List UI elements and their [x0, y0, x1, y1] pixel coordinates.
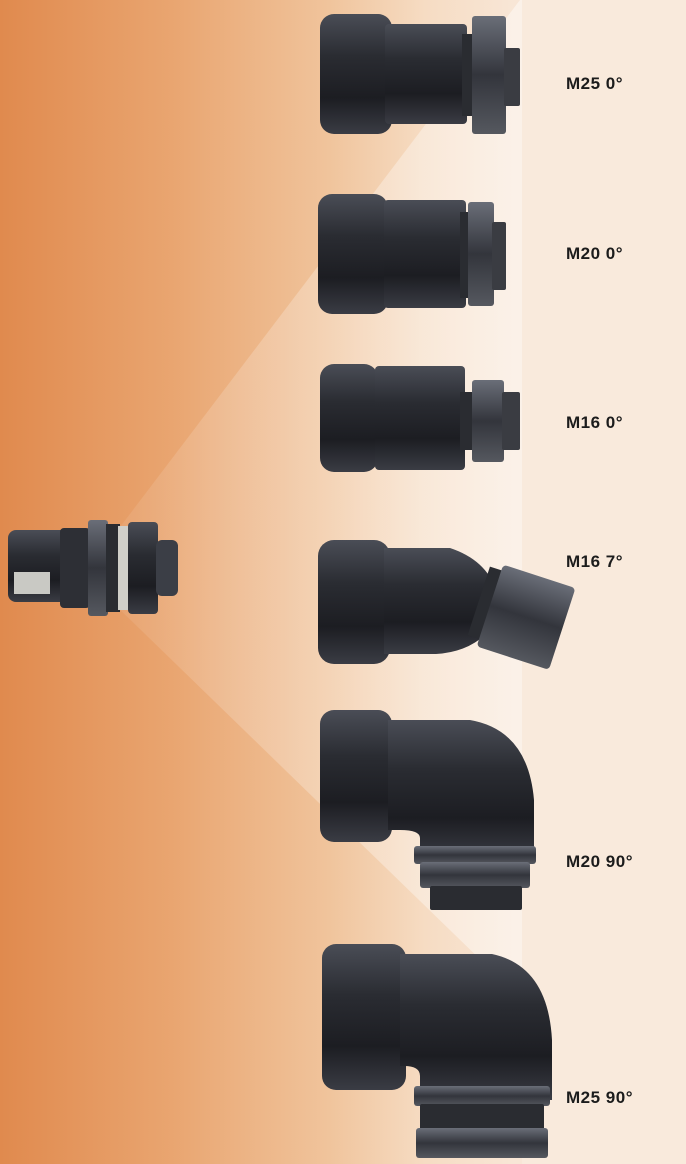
fitting-m16-7-label: M16 7° [566, 552, 624, 571]
fitting-m16-0-label: M16 0° [566, 413, 624, 432]
fitting-m20-0-label: M20 0° [566, 244, 624, 263]
fitting-m25-90-label: M25 90° [566, 1088, 634, 1107]
fitting-m25-0-label: M25 0° [566, 74, 624, 93]
fitting-m20-90-label: M20 90° [566, 852, 634, 871]
